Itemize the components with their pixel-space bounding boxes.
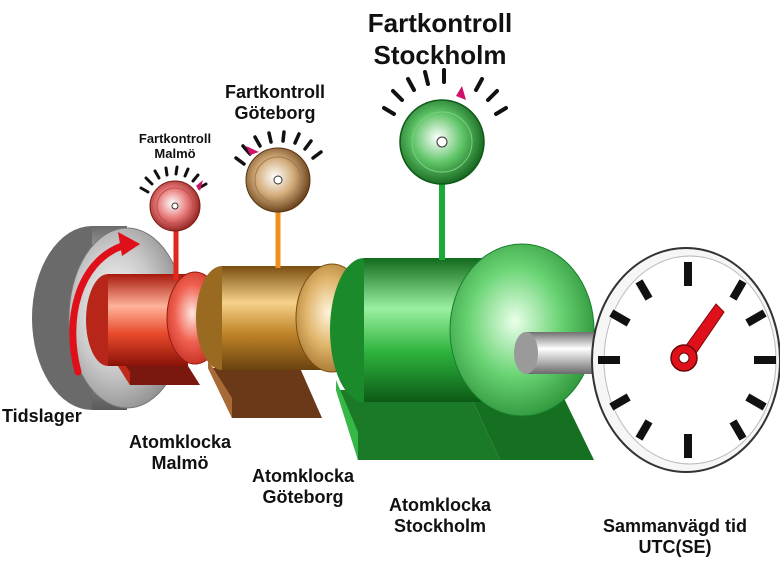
clock-hour-marks (598, 262, 776, 458)
label-fartkontroll-stockholm: Fartkontroll Stockholm (340, 8, 540, 71)
knob-malmo (139, 165, 208, 232)
label-line: Göteborg (262, 486, 344, 507)
label-line: Göteborg (234, 102, 316, 123)
label-line: Atomklocka (388, 495, 492, 515)
knob-marker-icon (196, 180, 203, 191)
label-fartkontroll-malmo: Fartkontroll Malmö (120, 131, 230, 162)
clock-dial-icon (591, 247, 780, 473)
atomklocka-stockholm-drum (330, 243, 595, 417)
label-atomklocka-malmo: Atomklocka Malmö (105, 432, 255, 473)
label-atomklocka-goteborg: Atomklocka Göteborg (228, 466, 378, 507)
label-atomklocka-stockholm: Atomklocka Stockholm (365, 495, 515, 536)
label-line: Atomklocka (128, 432, 232, 452)
label-line: Atomklocka (251, 466, 355, 486)
label-line: Fartkontroll (367, 8, 513, 38)
atomklocka-malmo-drum (86, 271, 224, 366)
label-line: Malmö (151, 452, 209, 473)
label-line: Fartkontroll (138, 131, 212, 146)
label-fartkontroll-goteborg: Fartkontroll Göteborg (205, 82, 345, 123)
label-tidslager: Tidslager (2, 406, 102, 427)
knob-marker-icon (246, 146, 259, 155)
label-line: UTC(SE) (638, 536, 712, 557)
knob-stockholm (382, 68, 508, 185)
knob-marker-icon (456, 86, 466, 100)
label-line: Fartkontroll (224, 82, 325, 102)
label-line: Stockholm (393, 515, 486, 536)
label-line: Malmö (154, 145, 196, 161)
rotation-arrow-head-icon (118, 232, 140, 256)
atomklocka-goteborg-base (208, 360, 322, 418)
knob-goteborg (234, 130, 323, 213)
label-line: Tidslager (2, 406, 82, 426)
label-line: Sammanvägd tid (602, 516, 748, 536)
label-line: Stockholm (373, 39, 507, 70)
rotation-arrow-icon (69, 242, 126, 376)
label-sammanvagd-tid: Sammanvägd tid UTC(SE) (585, 516, 765, 557)
